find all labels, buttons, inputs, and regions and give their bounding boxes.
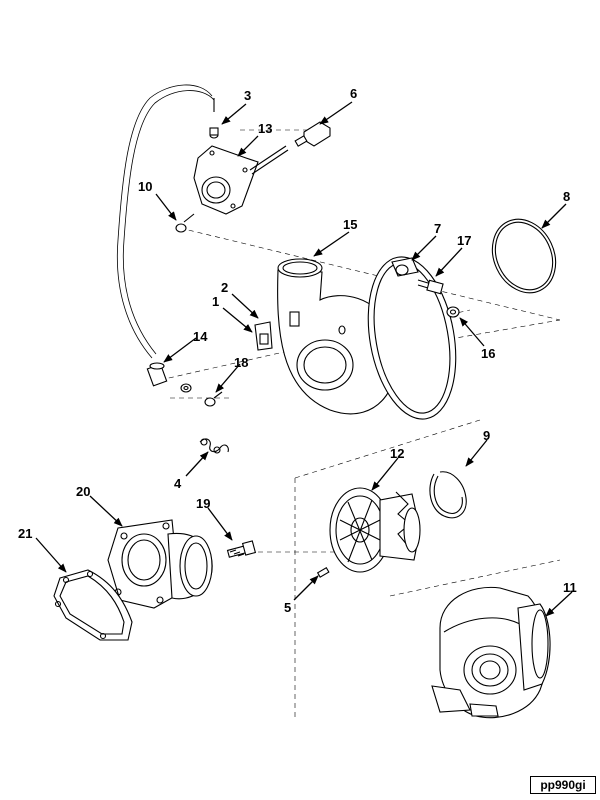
flange-gasket (53, 569, 133, 641)
callout-21: 21 (18, 526, 32, 541)
gasket-plate (254, 321, 273, 351)
nut-small (180, 383, 192, 393)
turbine-housing (431, 586, 551, 719)
callout-15: 15 (343, 217, 357, 232)
flange-bolt (226, 540, 257, 558)
cartridge-assembly (329, 487, 421, 573)
plug-cap (209, 98, 219, 139)
screw-10 (175, 213, 195, 233)
callout-3: 3 (244, 88, 251, 103)
callout-6: 6 (350, 86, 357, 101)
screw-18 (204, 391, 223, 407)
wastegate-bracket (193, 145, 289, 215)
outlet-flange (107, 519, 213, 609)
callout-19: 19 (196, 496, 210, 511)
alignment-line (179, 227, 561, 321)
callout-20: 20 (76, 484, 90, 499)
alignment-line (389, 559, 561, 597)
clamp-nut (446, 306, 460, 318)
figure-id-label: pp990gi (530, 776, 596, 794)
snap-ring (429, 471, 467, 519)
clamp-bolt (417, 279, 444, 295)
compressor-housing (277, 258, 397, 415)
callout-8: 8 (563, 189, 570, 204)
callout-10: 10 (138, 179, 152, 194)
callout-4: 4 (174, 476, 182, 491)
callout-5: 5 (284, 600, 291, 615)
callout-18: 18 (234, 355, 248, 370)
pin-5 (316, 567, 330, 578)
callout-14: 14 (193, 329, 208, 344)
callout-arrows (35, 101, 573, 617)
callout-13: 13 (258, 121, 272, 136)
callout-11: 11 (563, 580, 577, 595)
callout-1: 1 (212, 294, 219, 309)
hose-line-inner (122, 90, 215, 355)
hose-line (116, 84, 213, 359)
fitting-14 (146, 362, 168, 387)
o-ring (491, 218, 557, 294)
callout-12: 12 (390, 446, 404, 461)
callout-17: 17 (457, 233, 471, 248)
callout-7: 7 (434, 221, 441, 236)
callout-16: 16 (481, 346, 495, 361)
alignment-line (294, 419, 481, 479)
callout-9: 9 (483, 428, 490, 443)
v-band-clamp (367, 256, 457, 420)
sensor-connector (294, 121, 331, 147)
spring-clip (199, 438, 229, 454)
callout-2: 2 (221, 280, 228, 295)
alignment-line (351, 319, 561, 357)
